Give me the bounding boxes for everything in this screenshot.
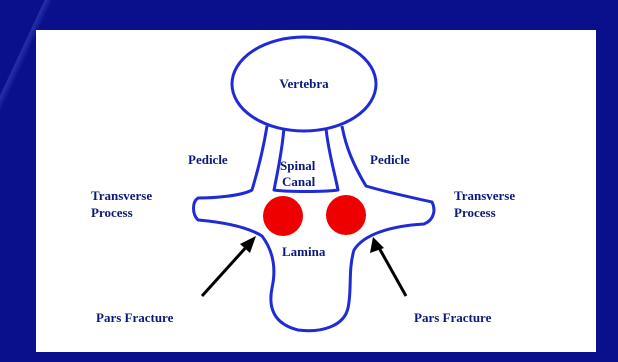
pars-fracture-left-marker (263, 196, 303, 236)
label-pars-fracture-left: Pars Fracture (96, 310, 174, 325)
arrow-left (202, 236, 256, 296)
pars-fracture-right-marker (326, 195, 366, 235)
label-pars-fracture-right: Pars Fracture (414, 310, 492, 325)
arrow-right (370, 237, 406, 296)
vertebra-diagram: Vertebra Pedicle Pedicle Spinal Canal Tr… (36, 30, 596, 352)
label-spinal-canal-line2: Canal (282, 174, 316, 189)
label-lamina: Lamina (282, 244, 326, 259)
label-transverse-right-line2: Process (454, 205, 496, 220)
label-transverse-right-line1: Transverse (454, 188, 515, 203)
diagram-panel: Vertebra Pedicle Pedicle Spinal Canal Tr… (36, 30, 596, 352)
label-vertebra: Vertebra (279, 76, 329, 91)
label-transverse-left-line1: Transverse (91, 188, 152, 203)
label-pedicle-left: Pedicle (188, 152, 228, 167)
label-pedicle-right: Pedicle (370, 152, 410, 167)
label-transverse-left-line2: Process (91, 205, 133, 220)
label-spinal-canal-line1: Spinal (280, 158, 316, 173)
